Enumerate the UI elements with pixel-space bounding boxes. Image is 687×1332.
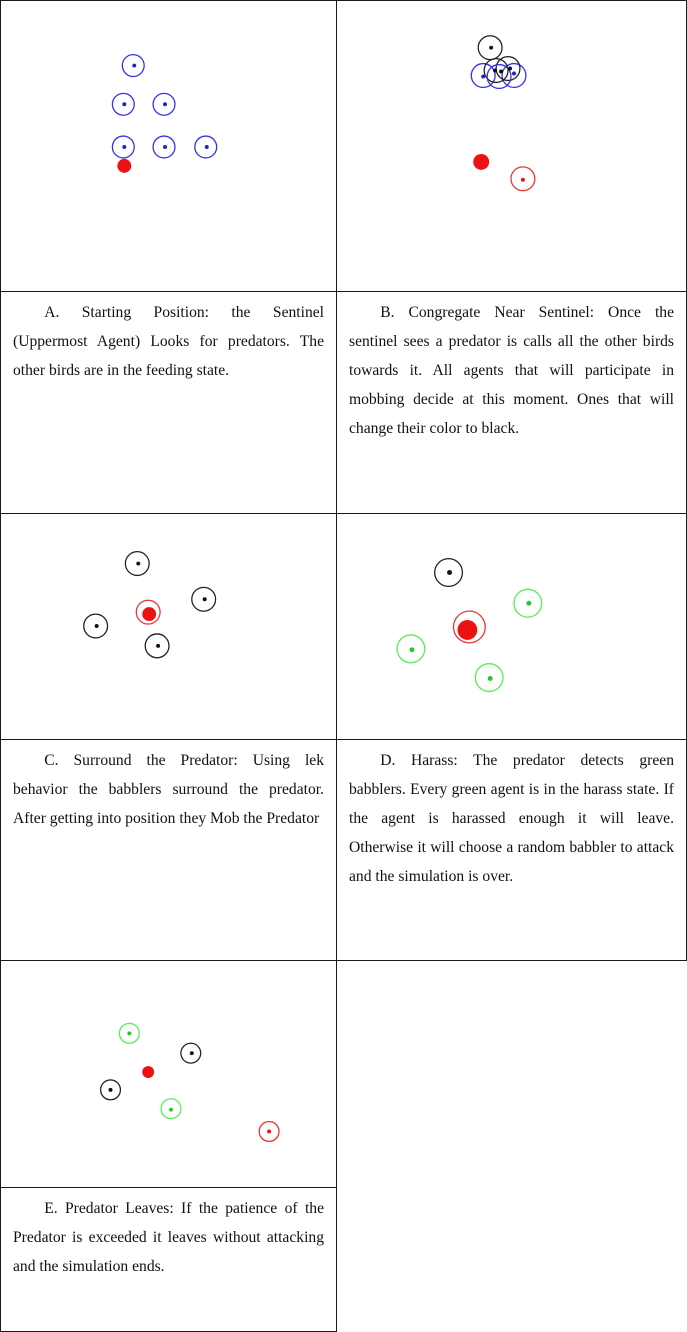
- panel-e-simulation: [0, 960, 337, 1188]
- agent-black: [483, 57, 509, 84]
- panel-d-simulation: [336, 513, 687, 740]
- panel-d-svg: [396, 557, 543, 693]
- agent-feeding: [152, 92, 176, 116]
- panel-b-caption: B. Congregate Near Sentinel: Once the se…: [349, 304, 674, 437]
- agent-black: [191, 586, 217, 612]
- panel-e-caption-cell: E. Predator Leaves: If the patience of t…: [0, 1187, 337, 1332]
- panel-a-caption: A. Starting Position: the Sentinel (Uppe…: [13, 304, 324, 379]
- agent-black: [124, 551, 150, 577]
- agent-blue: [501, 62, 527, 89]
- agent-feeding: [111, 135, 135, 159]
- panel-e-svg: [99, 1022, 280, 1143]
- panel-c-caption: C. Surround the Predator: Using lek beha…: [13, 752, 324, 827]
- predator-ring: [510, 166, 536, 192]
- agent-blue: [486, 63, 512, 90]
- panel-d-caption-cell: D. Harass: The predator detects green ba…: [336, 739, 687, 961]
- agent-green: [474, 663, 504, 693]
- predator: [142, 607, 157, 622]
- panel-b-simulation: [336, 0, 687, 292]
- agent-feeding: [194, 135, 218, 159]
- agent-green: [118, 1022, 140, 1044]
- predator-ring: [135, 599, 161, 625]
- agent-sentinel: [121, 53, 145, 78]
- predator: [117, 158, 132, 173]
- agent-green: [160, 1098, 182, 1120]
- panel-a-svg: [111, 53, 218, 173]
- agent-green: [396, 634, 426, 664]
- panel-c-svg: [83, 551, 217, 659]
- panel-b-svg: [470, 35, 536, 192]
- agent-blue: [470, 62, 496, 89]
- agent-feeding: [111, 92, 135, 116]
- panel-c-simulation: [0, 513, 337, 740]
- agent-black: [83, 613, 109, 639]
- agent-black: [434, 557, 464, 588]
- agent-black: [99, 1079, 122, 1101]
- predator: [473, 153, 490, 170]
- agent-green: [513, 588, 543, 618]
- panel-a-caption-cell: A. Starting Position: the Sentinel (Uppe…: [0, 291, 337, 514]
- agent-feeding: [152, 135, 176, 159]
- panel-a-simulation: [0, 0, 337, 292]
- predator: [457, 620, 478, 640]
- panel-c-caption-cell: C. Surround the Predator: Using lek beha…: [0, 739, 337, 961]
- panel-e-caption: E. Predator Leaves: If the patience of t…: [13, 1200, 324, 1275]
- panel-d-caption: D. Harass: The predator detects green ba…: [349, 752, 674, 885]
- agent-black: [180, 1042, 202, 1064]
- predator-ring: [452, 610, 486, 644]
- agent-black: [144, 633, 170, 659]
- agent-black: [495, 55, 521, 82]
- predator-ring: [258, 1120, 280, 1143]
- panel-b-caption-cell: B. Congregate Near Sentinel: Once the se…: [336, 291, 687, 514]
- predator: [142, 1066, 155, 1078]
